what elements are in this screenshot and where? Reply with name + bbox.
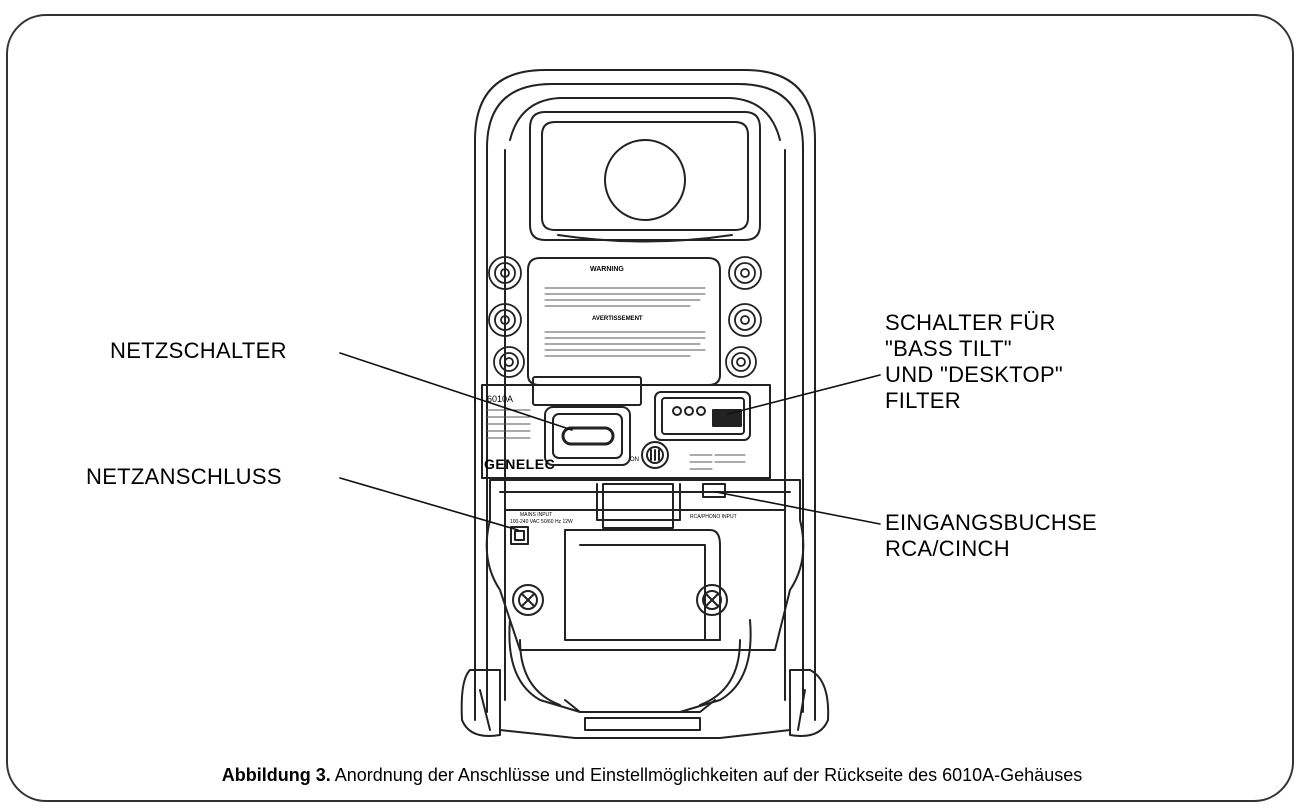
leader-power-connector — [339, 477, 519, 531]
caption-figure-label: Abbildung 3. — [221, 765, 331, 785]
housing-outline — [474, 69, 816, 721]
rca-jack — [702, 483, 726, 498]
label-power-connector: NETZANSCHLUSS — [86, 464, 282, 489]
label-filter-switch-line4: FILTER — [885, 388, 961, 413]
warning-fr-title: AVERTISSEMENT — [592, 316, 643, 322]
warning-title: WARNING — [590, 266, 624, 273]
cable-channel — [596, 483, 681, 521]
label-filter-switch: SCHALTER FÜR "BASS TILT" UND "DESKTOP" F… — [885, 310, 1063, 414]
leader-lines — [339, 352, 881, 531]
rca-input-text: RCA/PHONO INPUT — [690, 514, 737, 520]
mains-socket — [510, 526, 529, 545]
mount-sockets — [488, 256, 762, 378]
brand-text: GENELEC — [484, 456, 556, 472]
left-foot — [460, 669, 501, 737]
right-foot — [789, 669, 830, 737]
model-text: 6010A — [487, 394, 514, 404]
blank-sticker — [532, 376, 642, 406]
mains-input-text: MAINS INPUT — [520, 512, 553, 518]
bottom-screws — [512, 584, 728, 616]
label-filter-switch-line1: SCHALTER FÜR — [885, 310, 1056, 335]
switch-on-text: ON — [630, 457, 639, 463]
dip-switch-block — [654, 391, 751, 441]
leader-power-switch — [339, 352, 573, 431]
figure-caption: Abbildung 3. Anordnung der Anschlüsse un… — [0, 765, 1304, 786]
caption-text: Anordnung der Anschlüsse und Einstellmög… — [330, 765, 1083, 785]
label-filter-switch-line3: UND "DESKTOP" — [885, 362, 1064, 387]
level-knob — [641, 441, 669, 469]
connector-bay — [485, 479, 805, 651]
figure-frame — [6, 14, 1294, 802]
label-input-jack-line2: RCA/CINCH — [885, 536, 1010, 561]
stand — [508, 619, 752, 713]
leader-filter-switch — [727, 374, 881, 415]
label-power-switch: NETZSCHALTER — [110, 338, 287, 363]
label-input-jack: EINGANGSBUCHSE RCA/CINCH — [885, 510, 1097, 562]
mains-spec-text: 100-240 VAC 50/60 Hz 12W — [510, 519, 573, 525]
leader-input-jack — [715, 491, 881, 525]
label-filter-switch-line2: "BASS TILT" — [885, 336, 1012, 361]
driver-recess — [529, 111, 761, 241]
power-switch — [544, 406, 631, 466]
control-panel — [481, 384, 771, 479]
label-input-jack-line1: EINGANGSBUCHSE — [885, 510, 1098, 535]
driver-cap — [604, 139, 686, 221]
